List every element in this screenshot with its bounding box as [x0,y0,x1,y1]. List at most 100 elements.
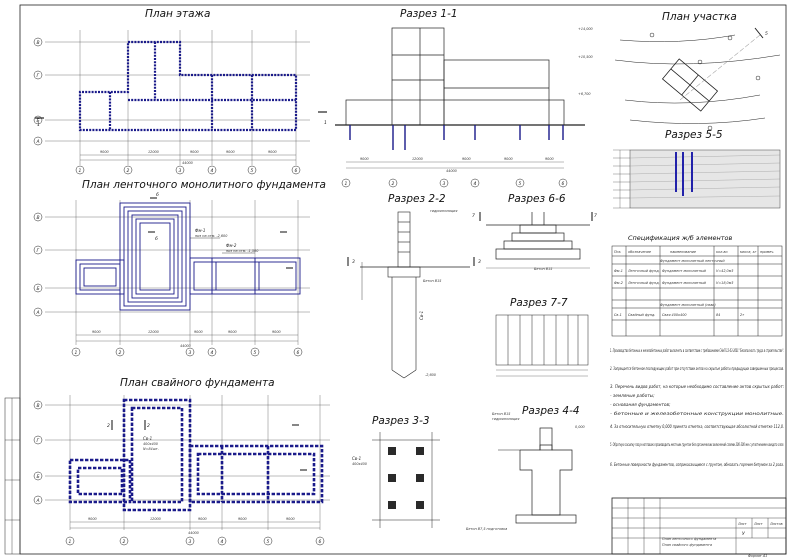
svg-text:1: 1 [324,120,327,126]
svg-text:12000: 12000 [412,157,423,161]
svg-text:2: 2 [127,168,130,174]
svg-text:44000: 44000 [180,344,191,348]
svg-text:Лист: Лист [753,522,764,526]
svg-text:Св-1: Св-1 [352,456,361,461]
svg-text:3: 3 [352,259,355,265]
svg-text:Б: Б [37,474,40,480]
section-1-1-title: Разрез 1-1 [400,8,458,20]
section-5-5: Разрез 5-5 [613,129,781,209]
section-4-4: Разрез 4-4 Бетон В15 гидроизоляция Бетон… [466,405,585,531]
svg-text:Бетон В15: Бетон В15 [423,279,441,283]
svg-text:12000: 12000 [148,330,159,334]
svg-text:В: В [37,403,40,409]
svg-text:А: А [36,139,40,145]
svg-text:наименование: наименование [670,250,696,254]
svg-text:+10,500: +10,500 [578,55,593,59]
specification-table: Спецификация ж/б элементов Поз. обозначе… [611,234,783,337]
svg-text:Поз.: Поз. [614,250,622,254]
section-4-4-title: Разрез 4-4 [522,405,580,417]
specification-title: Спецификация ж/б элементов [628,234,733,242]
note-5: 5. Обратную засыпку пазух котлована прои… [610,442,784,448]
note-3: 3. Перечень видов работ, на которые необ… [610,384,784,390]
svg-text:1: 1 [79,168,82,174]
svg-text:Фундамент монолитный ленточный: Фундамент монолитный ленточный [660,259,725,263]
svg-text:Листов: Листов [769,522,783,526]
svg-text:9000: 9000 [286,517,295,521]
sheet-frame [19,4,787,555]
svg-text:+6,700: +6,700 [578,92,591,96]
svg-text:масса, кг: масса, кг [740,250,757,254]
svg-text:Фм-2: Фм-2 [226,243,237,248]
svg-text:Г: Г [37,438,40,444]
svg-text:4: 4 [211,168,214,174]
svg-text:У: У [742,531,745,537]
section-2-2: Разрез 2-2 гидроизоляция Бетон В15 Св-1 … [347,193,481,379]
svg-text:В: В [37,215,40,221]
svg-text:-2,600: -2,600 [425,373,436,377]
svg-text:7: 7 [472,213,475,219]
svg-text:44000: 44000 [446,169,457,173]
svg-text:4: 4 [221,539,224,545]
svg-text:7: 7 [594,213,597,219]
strip-foundation-plan: План ленточного монолитного фундамента [33,179,326,357]
svg-text:9000: 9000 [194,330,203,334]
binding-strip [4,397,21,555]
svg-text:1: 1 [37,122,40,128]
svg-text:6: 6 [156,192,159,198]
svg-text:Фм-1: Фм-1 [614,269,623,273]
pile-foundation-title: План свайного фундамента [120,377,275,389]
svg-text:кол-во: кол-во [716,250,728,254]
pile-foundation-plan: План свайного фундамента Св-1 400х400 N=… [33,377,330,546]
note-3c: - бетонные и железобетонные конструкции … [610,411,784,417]
svg-text:+14,000: +14,000 [578,27,593,31]
svg-text:А: А [36,498,40,504]
svg-text:Бетон В15: Бетон В15 [492,412,510,416]
svg-text:V=42,0м3: V=42,0м3 [716,269,733,273]
svg-text:гидроизоляция: гидроизоляция [492,417,519,421]
note-6: 6. Бетонные поверхности фундаментов, соп… [610,462,784,468]
section-7-7: Разрез 7-7 [495,297,589,377]
strip-foundation-title: План ленточного монолитного фундамента [82,179,326,191]
svg-text:Б: Б [37,286,40,292]
svg-text:6: 6 [295,168,298,174]
svg-text:6: 6 [319,539,322,545]
section-5-5-title: Разрез 5-5 [665,129,723,141]
svg-text:9000: 9000 [238,517,247,521]
svg-text:Свайный фунд.: Свайный фунд. [628,313,655,317]
svg-text:Ленточный фунд.: Ленточный фунд. [627,269,660,273]
svg-text:Фундамент монолитный: Фундамент монолитный [662,269,707,273]
svg-text:5: 5 [765,31,768,37]
svg-text:44000: 44000 [188,531,199,535]
svg-text:9000: 9000 [272,330,281,334]
section-1-1: Разрез 1-1 +14,000 +10,500 +6,700 9000 1 [335,8,593,188]
svg-text:Бетон В7,5 подготовка: Бетон В7,5 подготовка [466,527,507,531]
svg-text:3: 3 [189,350,192,356]
svg-text:6: 6 [562,181,565,187]
svg-text:6: 6 [297,350,300,356]
svg-text:2: 2 [392,181,395,187]
svg-text:4: 4 [474,181,477,187]
svg-text:0,000: 0,000 [575,425,585,429]
svg-text:2: 2 [119,350,122,356]
svg-text:4: 4 [211,350,214,356]
svg-text:44000: 44000 [182,161,193,165]
site-plan: План участка 5 [614,11,781,131]
svg-text:Г: Г [37,73,40,79]
svg-text:Ленточный фунд.: Ленточный фунд. [627,281,660,285]
section-2-2-title: Разрез 2-2 [388,193,446,205]
svg-text:N=84шт.: N=84шт. [143,447,159,451]
svg-text:9000: 9000 [360,157,369,161]
section-3-3: Разрез 3-3 Св-1 400х400 [352,415,440,528]
svg-text:гидроизоляция: гидроизоляция [430,209,457,213]
svg-text:низ на отм. -1,500: низ на отм. -1,500 [226,249,258,253]
section-6-6-title: Разрез 6-6 [508,193,566,205]
svg-text:9000: 9000 [228,330,237,334]
svg-text:Фм-1: Фм-1 [195,228,205,233]
svg-text:2: 2 [147,423,150,429]
svg-text:9000: 9000 [92,330,101,334]
svg-text:2: 2 [123,539,126,545]
svg-text:Св-1: Св-1 [614,313,622,317]
svg-text:Св-1: Св-1 [143,436,152,441]
title-block-line1: План ленточного фундамента [662,537,716,541]
